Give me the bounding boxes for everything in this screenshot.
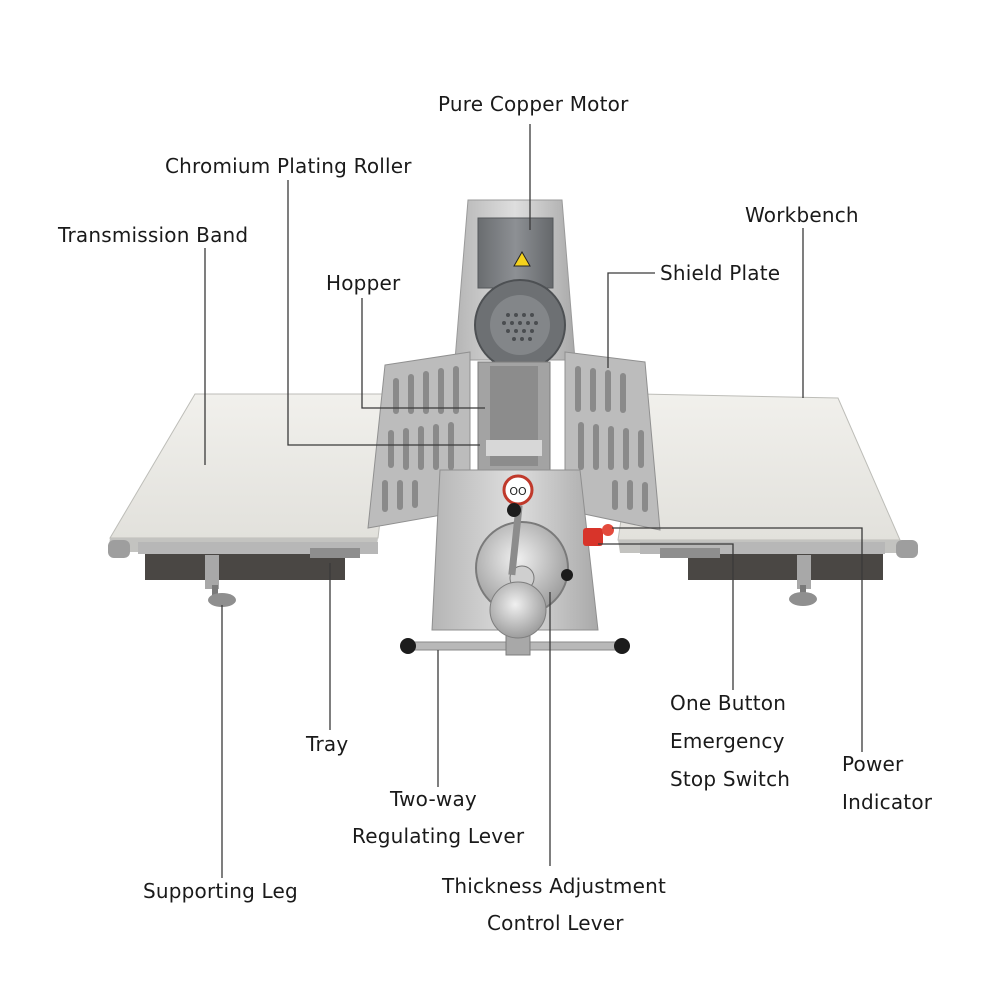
label-transmission-band: Transmission Band (58, 223, 249, 247)
label-workbench: Workbench (745, 203, 859, 227)
label-thickness-line1: Thickness Adjustment (442, 874, 667, 898)
label-chromium-plating-roller: Chromium Plating Roller (165, 154, 412, 178)
label-supporting-leg: Supporting Leg (143, 879, 298, 903)
label-power-line1: Power (842, 752, 904, 776)
supporting-leg-left (205, 555, 236, 607)
leader-shield-plate (607, 272, 655, 368)
label-hopper: Hopper (326, 271, 401, 295)
label-thickness-line2: Control Lever (487, 911, 624, 935)
label-two-way-line2: Regulating Lever (352, 824, 525, 848)
label-emergency-line1: One Button (670, 691, 787, 715)
leader-chromium-roller (287, 180, 480, 446)
workbench-right (617, 393, 918, 558)
warning-triangle-icon (513, 250, 531, 267)
label-tray: Tray (306, 732, 349, 756)
leader-hopper (361, 298, 485, 409)
label-power-line2: Indicator (842, 790, 933, 814)
thickness-knob (507, 503, 521, 517)
leader-emergency (598, 543, 734, 690)
chromium-roller (486, 440, 542, 456)
leader-lines (204, 124, 863, 878)
motor (474, 217, 566, 371)
workbench-left (108, 393, 396, 558)
emergency-stop-switch (583, 528, 603, 546)
label-two-way-line1: Two-way (390, 787, 477, 811)
label-emergency-line2: Emergency (670, 729, 785, 753)
svg-text:OO: OO (509, 485, 527, 498)
two-way-regulating-lever (400, 581, 630, 656)
power-indicator-light (602, 524, 614, 536)
supporting-leg-right (789, 555, 817, 606)
label-emergency-line3: Stop Switch (670, 767, 791, 791)
shield-plate-right (564, 351, 661, 531)
label-pure-copper-motor: Pure Copper Motor (438, 92, 629, 116)
label-shield-plate: Shield Plate (660, 261, 781, 285)
leader-power-indicator (612, 527, 863, 752)
hopper (477, 361, 551, 473)
